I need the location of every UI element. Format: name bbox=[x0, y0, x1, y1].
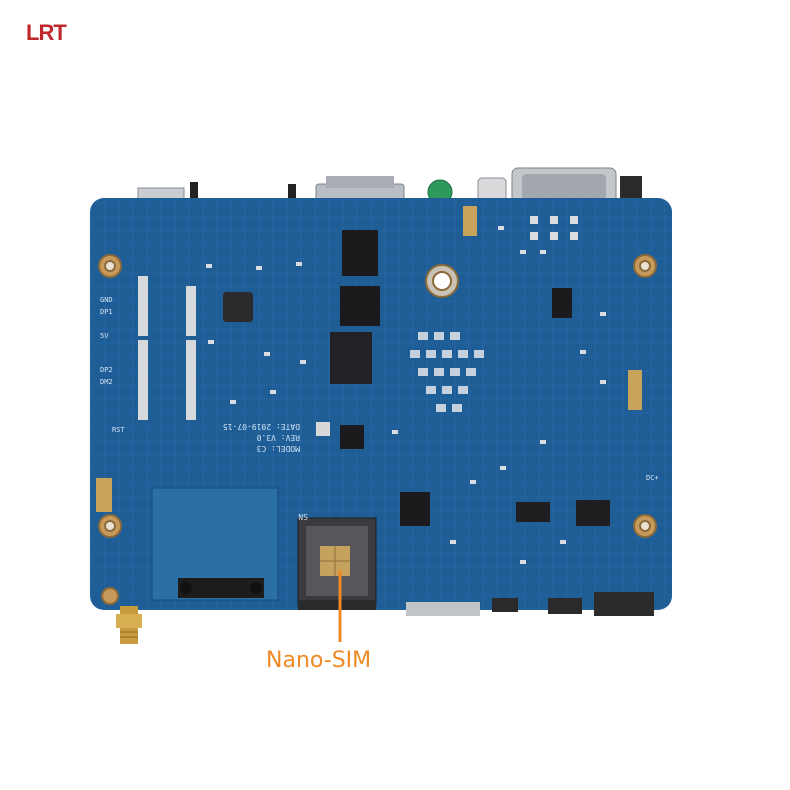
silkscreen-sn: SN bbox=[298, 512, 308, 521]
silkscreen-gnd: GND bbox=[100, 296, 113, 304]
silkscreen-dm2: DM2 bbox=[100, 378, 113, 386]
chips bbox=[223, 230, 610, 526]
sma-antenna-connector bbox=[116, 606, 142, 644]
silkscreen-rst: RST bbox=[112, 426, 125, 434]
passive-components bbox=[206, 216, 606, 564]
gold-pad bbox=[96, 478, 112, 512]
silkscreen-5v: 5V bbox=[100, 332, 109, 340]
silkscreen-date: DATE: 2019-07-15 bbox=[223, 422, 300, 431]
bottom-connectors bbox=[406, 592, 654, 616]
gold-pad bbox=[463, 206, 477, 236]
silkscreen-model: MODEL: C3 bbox=[256, 444, 300, 453]
nano-sim-callout-label: Nano-SIM bbox=[266, 648, 372, 673]
mounting-holes bbox=[98, 254, 657, 605]
silkscreen-dp2: DP2 bbox=[100, 366, 113, 374]
silkscreen-dp1: DP1 bbox=[100, 308, 113, 316]
brand-logo: LRT bbox=[26, 20, 67, 45]
nano-sim-slot bbox=[297, 517, 377, 610]
silkscreen-rev: REV: V3.0 bbox=[256, 433, 300, 442]
pin-headers bbox=[138, 276, 196, 420]
silkscreen-dc-in: DC+ bbox=[646, 474, 659, 482]
bga-array bbox=[410, 332, 484, 412]
gold-pad bbox=[628, 370, 642, 410]
rj45-footprint bbox=[151, 487, 279, 601]
